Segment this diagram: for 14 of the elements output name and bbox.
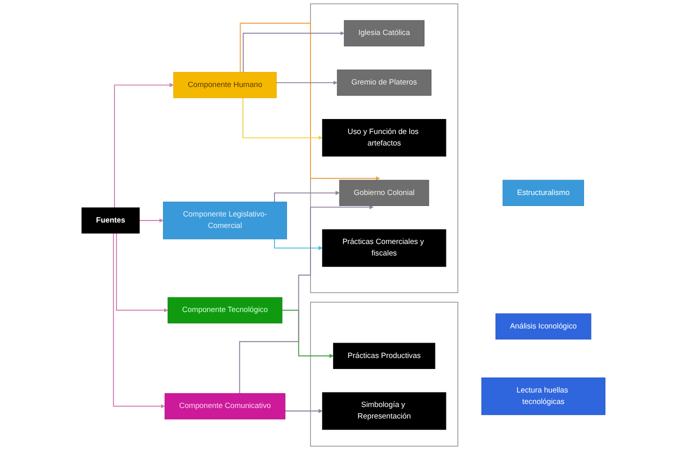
arrow [116, 232, 168, 312]
arrow [238, 205, 374, 394]
arrow [274, 190, 340, 202]
arrow [242, 97, 322, 140]
cluster [310, 3, 458, 294]
arrow [274, 238, 322, 250]
arrow [114, 82, 174, 208]
arrow [112, 232, 165, 408]
cluster [310, 302, 458, 447]
arrow [276, 80, 337, 85]
arrow [242, 31, 344, 73]
arrow [284, 408, 322, 414]
arrow [239, 22, 380, 180]
arrow [138, 218, 163, 223]
